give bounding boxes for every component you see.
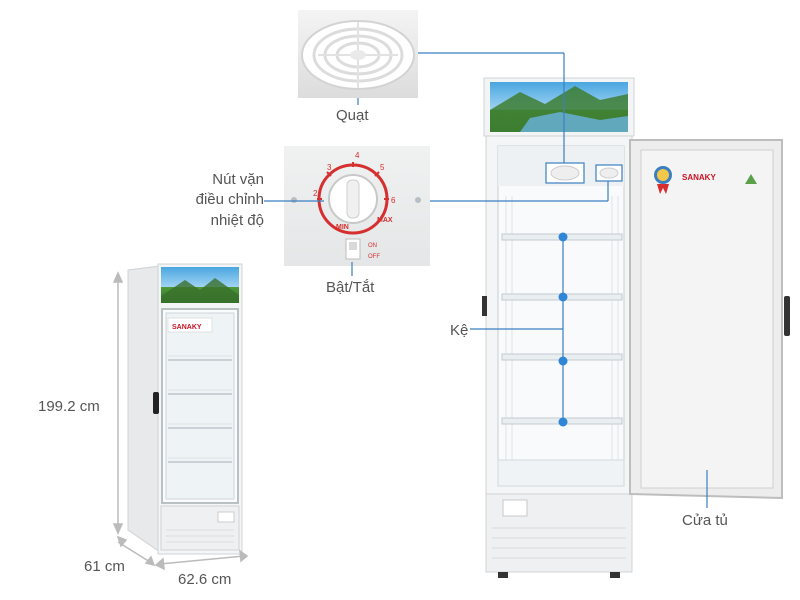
knob-label-line1: Nút vặn [212, 171, 264, 188]
small-fridge-handle [153, 392, 159, 414]
width-dimension-label: 62.6 cm [178, 571, 232, 588]
knob-min-text: MIN [336, 224, 349, 231]
power-label: Bật/Tắt [326, 279, 375, 296]
power-off-text: OFF [368, 254, 380, 260]
large-brand-text: SANAKY [682, 173, 716, 182]
fan-label: Quạt [336, 107, 369, 124]
door-handle [784, 296, 790, 336]
fan-inset [298, 10, 418, 98]
knob-mark-3: 3 [327, 163, 332, 172]
power-on-text: ON [368, 243, 377, 249]
shelf-label: Kệ [450, 322, 469, 339]
large-fridge: SANAKY [482, 77, 790, 578]
shelf-dot-4 [558, 417, 568, 427]
depth-dimension-label: 61 cm [84, 558, 125, 575]
height-dimension-label: 199.2 cm [38, 398, 100, 415]
callout-lines [264, 52, 708, 508]
door-label: Cửa tủ [682, 512, 728, 529]
knob-mark-4: 4 [355, 151, 360, 160]
knob-mark-6: 6 [391, 196, 396, 205]
small-fridge: SANAKY [127, 263, 243, 555]
small-brand-text: SANAKY [172, 324, 202, 331]
knob-panel-inset: 4 3 2 5 6 MIN MAX ON OFF [284, 146, 430, 266]
knob-label-line2: điều chỉnh [195, 191, 264, 208]
knob-max-text: MAX [377, 217, 393, 224]
dimension-lines [112, 271, 249, 571]
shelf-dot-3 [558, 356, 568, 366]
knob-mark-2: 2 [313, 189, 318, 198]
shelf-dot-2 [558, 292, 568, 302]
callout-dots [558, 232, 568, 427]
knob-label-line3: nhiệt độ [210, 212, 264, 229]
shelf-dot-1 [558, 232, 568, 242]
knob-mark-5: 5 [380, 163, 385, 172]
